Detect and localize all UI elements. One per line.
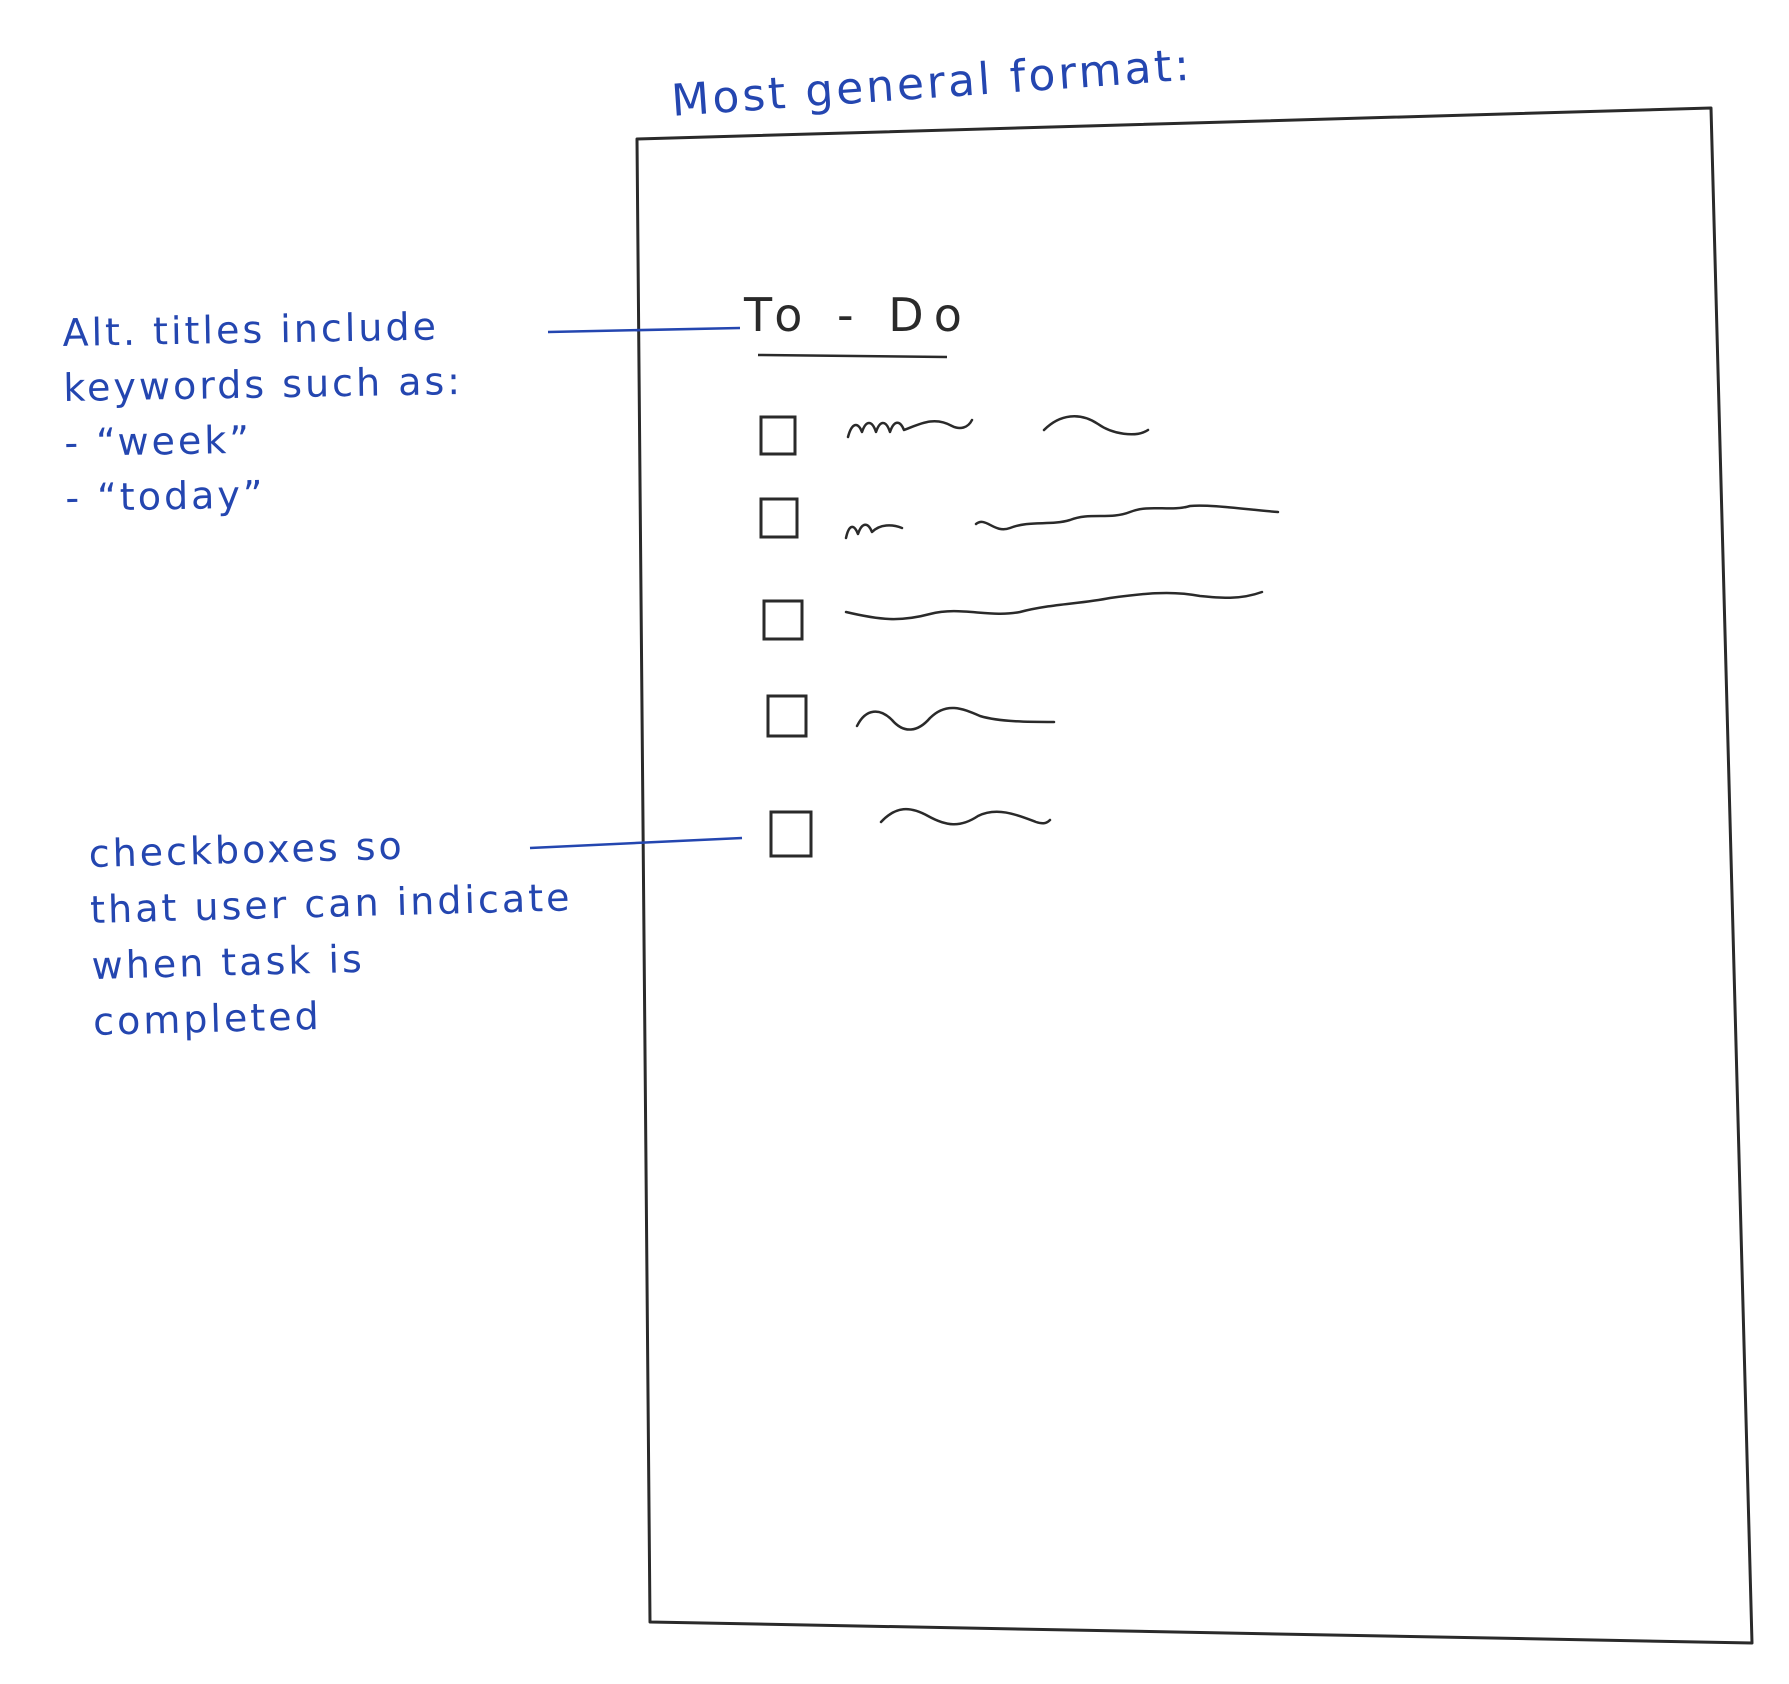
keyword-item: - “today”: [64, 472, 266, 520]
page-frame: [635, 106, 1754, 1645]
task-placeholder-line: [846, 418, 974, 439]
annotation-line: keywords such as:: [63, 359, 464, 410]
task-placeholder-line: [974, 504, 1280, 531]
titles-annotation: Alt. titles include keywords such as: - …: [62, 299, 465, 526]
todo-checkbox[interactable]: [769, 810, 813, 858]
task-placeholder-line: [855, 706, 1056, 731]
task-placeholder-line: [844, 590, 1264, 621]
task-placeholder-line: [879, 808, 1052, 826]
todo-checkbox[interactable]: [762, 599, 804, 641]
checkbox-connector-line: [529, 836, 743, 850]
keyword-item: - “week”: [64, 417, 253, 465]
todo-checkbox[interactable]: [766, 694, 808, 738]
todo-checkbox[interactable]: [759, 415, 797, 456]
todo-title: To - Do: [744, 288, 972, 342]
task-placeholder-line: [844, 523, 904, 540]
todo-checkbox[interactable]: [759, 497, 799, 539]
checkbox-annotation: checkboxes so that user can indicate whe…: [88, 813, 576, 1050]
annotation-line: Alt. titles include: [62, 304, 440, 355]
task-placeholder-line: [1042, 415, 1150, 436]
titles-connector-line: [547, 326, 741, 334]
title-underline: [757, 353, 948, 359]
